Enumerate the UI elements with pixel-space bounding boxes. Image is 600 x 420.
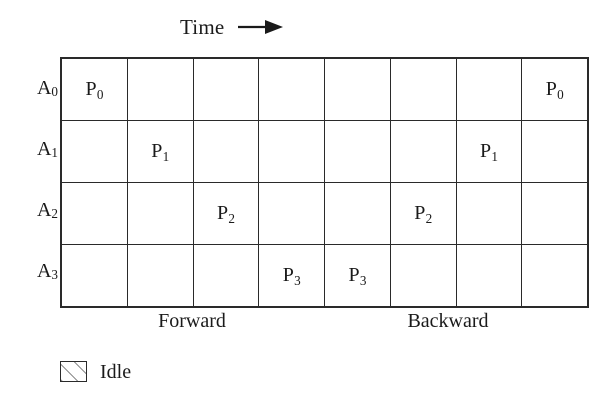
row-label-a2-base: A [36,198,52,221]
phase-label-backward: Backward [407,310,489,332]
cell-a1-c7 [521,120,589,183]
cell-a0-c0-sub: 0 [96,86,104,102]
cell-a0-c0-label: P0 [85,78,104,102]
schedule-table-body: P0 P0 P1 P1 [60,57,589,308]
cell-a2-c2: P2 [192,182,260,245]
table-row: P1 P1 [60,120,589,183]
cell-a1-c6-base: P [480,140,492,162]
cell-a2-c7 [521,182,589,245]
cell-a1-c3 [258,120,325,183]
cell-a3-c4: P3 [324,244,391,308]
cell-a1-c2 [192,120,260,183]
row-label-a1-sub: 1 [51,144,58,160]
cell-a3-c1 [126,244,194,308]
phase-label-forward: Forward [158,310,226,332]
cell-a1-c5 [389,120,457,183]
cell-a0-c7-label: P0 [545,78,564,102]
cell-a3-c4-label: P3 [348,264,367,288]
row-label-a1-base: A [36,137,52,160]
cell-a1-c1-label: P1 [151,140,170,164]
cell-a2-c2-label: P2 [217,202,235,226]
cell-a1-c6-label: P1 [480,140,498,164]
cell-a0-c0-base: P [85,78,97,100]
cell-a3-c6 [455,244,523,308]
cell-a3-c3-base: P [282,264,294,286]
cell-a2-c2-base: P [217,202,229,224]
cell-a0-c7-base: P [545,78,557,100]
legend: Idle [60,361,131,382]
cell-a0-c3 [258,57,325,121]
cell-a2-c1 [126,182,194,245]
row-label-a0-sub: 0 [51,83,58,99]
cell-a3-c2 [192,244,260,308]
cell-a0-c5 [389,57,457,121]
schedule-grid: P0 P0 P1 P1 [60,57,589,308]
cell-a3-c3-label: P3 [282,264,301,288]
table-row: P2 P2 [60,182,589,245]
cell-a3-c5 [389,244,457,308]
cell-a2-c4 [324,182,391,245]
table-row: P3 P3 [60,244,589,308]
cell-a1-c6-sub: 1 [491,148,498,164]
cell-a0-c7: P0 [521,57,589,121]
row-label-a0-base: A [36,76,52,99]
time-arrow-right-icon [238,20,284,34]
time-axis-caption: Time [180,10,284,44]
cell-a0-c7-sub: 0 [557,86,564,102]
cell-a2-c5-sub: 2 [425,210,433,226]
cell-a3-c3: P3 [258,244,325,308]
cell-a0-c1 [126,57,194,121]
cell-a3-c4-sub: 3 [359,272,367,288]
row-label-a3-base: A [36,259,52,282]
cell-a2-c0 [60,182,128,245]
cell-a3-c3-sub: 3 [294,272,301,288]
cell-a0-c4 [324,57,391,121]
cell-a2-c5-label: P2 [414,202,433,226]
cell-a3-c0 [60,244,128,308]
cell-a2-c5-base: P [414,202,426,224]
cell-a2-c3 [258,182,325,245]
cell-a2-c2-sub: 2 [228,210,235,226]
cell-a0-c0: P0 [60,57,128,121]
cell-a2-c5: P2 [389,182,457,245]
legend-idle-swatch-icon [60,361,87,382]
cell-a3-c4-base: P [348,264,360,286]
cell-a1-c6: P1 [455,120,523,183]
cell-a1-c1-base: P [151,140,163,162]
cell-a1-c1: P1 [126,120,194,183]
schedule-table: P0 P0 P1 P1 [60,57,589,308]
cell-a1-c0 [60,120,128,183]
cell-a3-c7 [521,244,589,308]
cell-a0-c2 [192,57,260,121]
cell-a1-c1-sub: 1 [162,148,170,164]
time-axis-label: Time [180,14,225,39]
cell-a0-c6 [455,57,523,121]
cell-a2-c6 [455,182,523,245]
row-label-a3-sub: 3 [51,266,58,282]
row-label-a2-sub: 2 [51,205,58,221]
table-row: P0 P0 [60,57,589,121]
legend-idle-label: Idle [100,360,132,383]
cell-a1-c4 [324,120,391,183]
